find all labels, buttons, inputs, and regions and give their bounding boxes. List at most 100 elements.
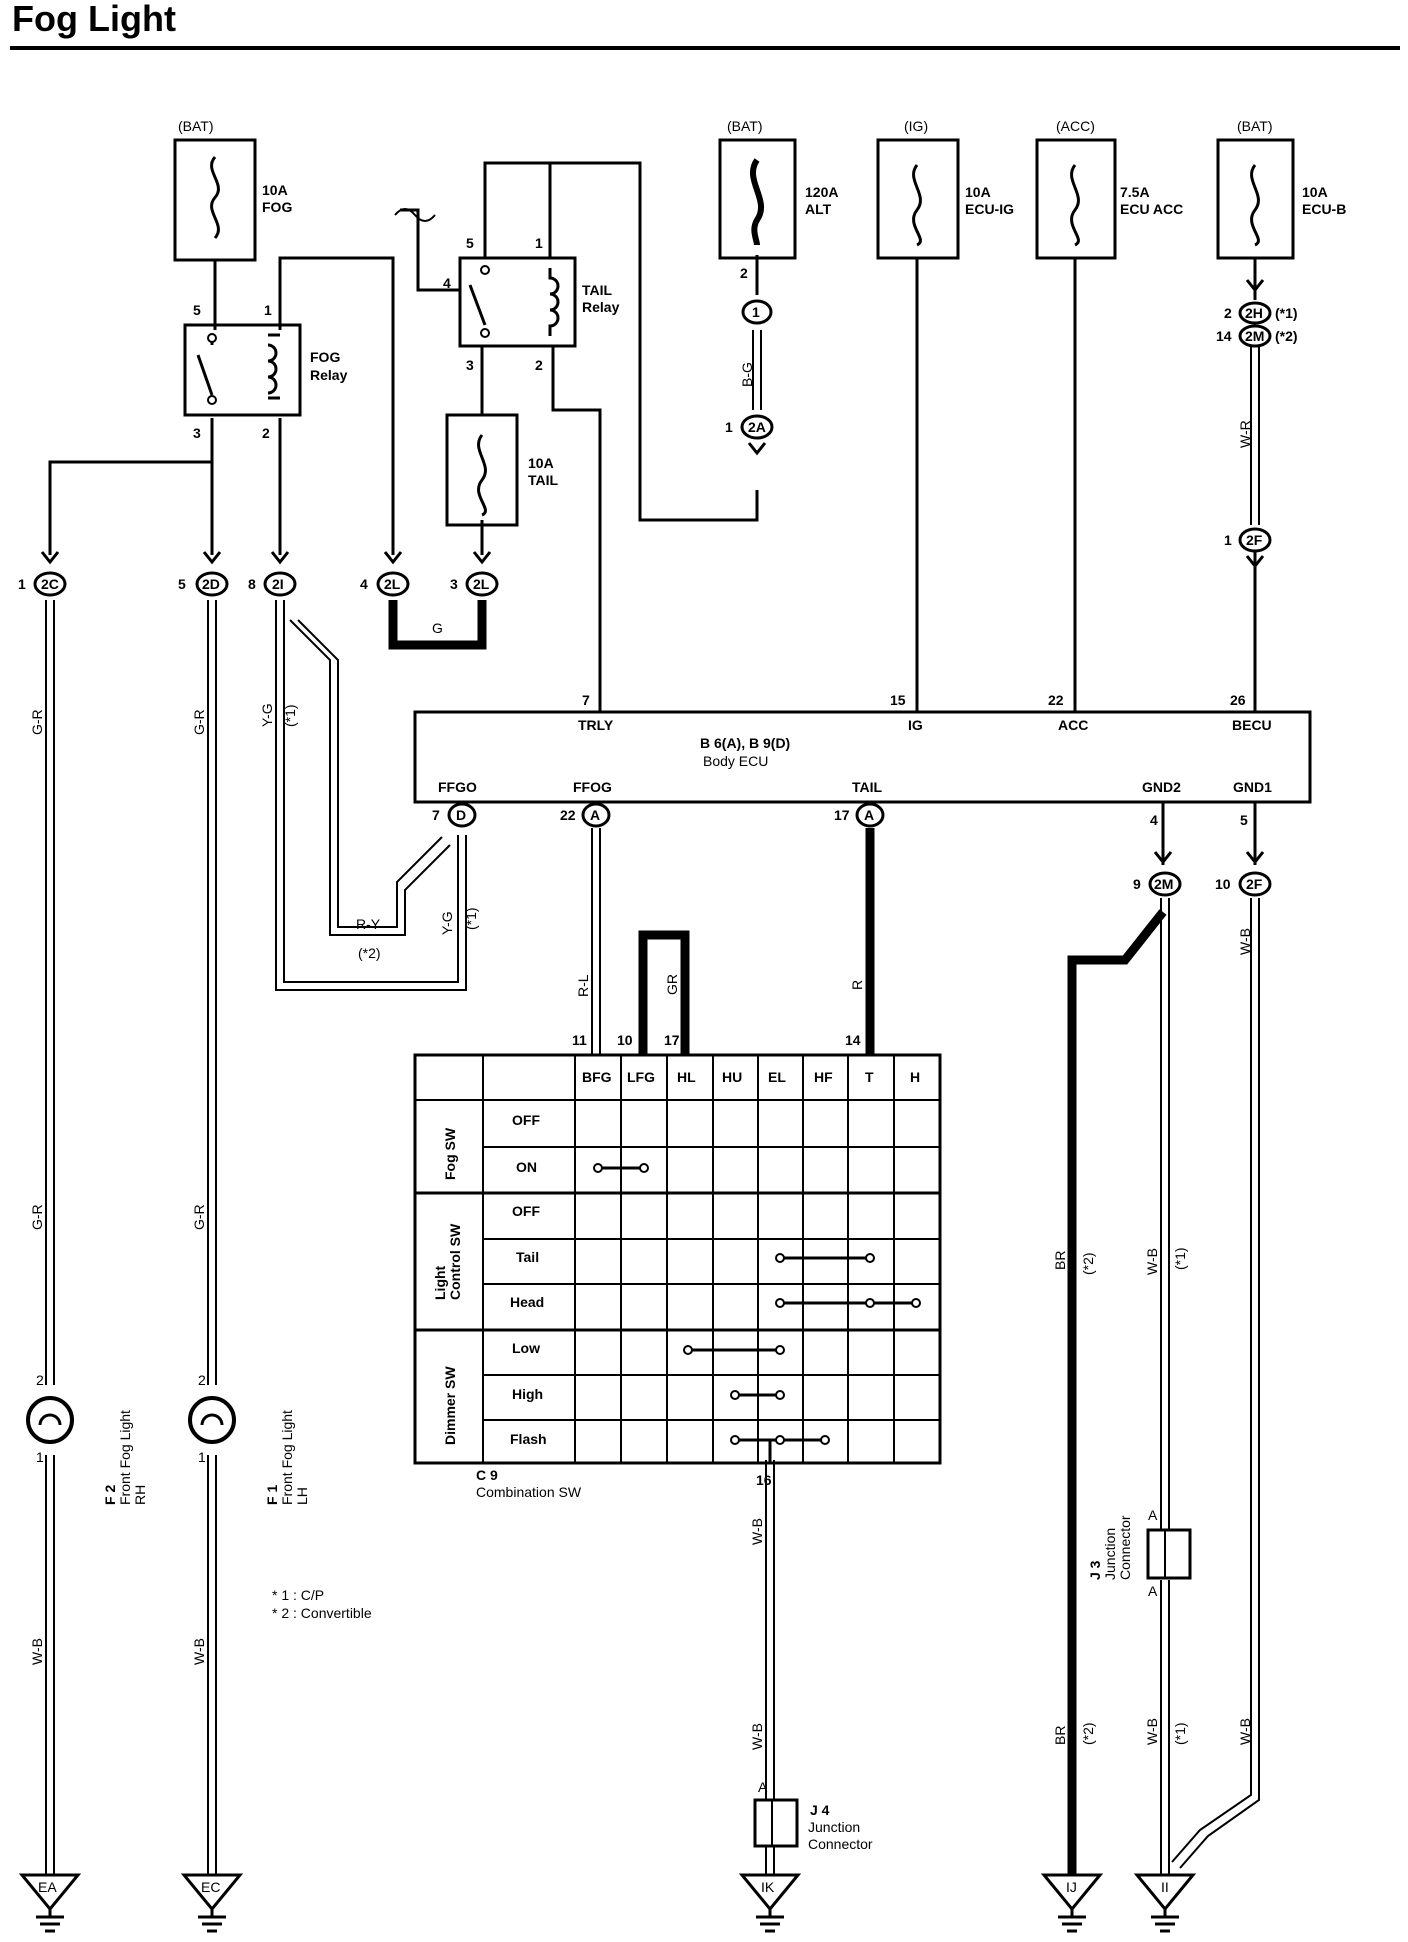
svg-text:EC: EC [201,1879,220,1895]
svg-text:A: A [1148,1583,1158,1599]
svg-text:1: 1 [198,1449,206,1465]
combination-switch-labels: BFG LFG HL HU EL HF T H 11 10 17 14 16 O… [432,1032,920,1500]
fuse-alt: (BAT) 120A ALT [718,118,838,260]
svg-text:(*1): (*1) [463,907,479,930]
ground-ij: IJ [1040,1873,1104,1933]
body-ecu: 7 TRLY 15 IG 22 ACC 26 BECU B 6(A), B 9(… [413,692,1312,828]
svg-text:2L: 2L [473,576,490,592]
svg-text:5: 5 [466,235,474,251]
svg-text:4: 4 [443,275,451,291]
svg-text:HL: HL [677,1069,696,1085]
svg-text:Head: Head [510,1294,544,1310]
svg-text:BECU: BECU [1232,717,1272,733]
svg-text:(BAT): (BAT) [178,118,214,134]
svg-text:* 1 : C/P: * 1 : C/P [272,1587,324,1603]
svg-text:(*1): (*1) [1172,1247,1188,1270]
tail-relay: TAIL Relay 5 1 4 3 2 [394,208,620,373]
svg-text:3: 3 [193,425,201,441]
combination-switch [413,1053,942,1465]
fuse-tail: 10A TAIL [445,413,559,527]
svg-text:HU: HU [722,1069,742,1085]
svg-text:BR: BR [1052,1726,1068,1745]
svg-text:B-G: B-G [739,362,755,387]
svg-text:F 1: F 1 [264,1485,280,1505]
svg-text:A: A [758,1779,768,1795]
svg-text:GND2: GND2 [1142,779,1181,795]
svg-text:Light: Light [432,1265,448,1300]
svg-text:10: 10 [617,1032,633,1048]
connector-2c: 2C 1 [18,551,67,597]
svg-text:A: A [1148,1507,1158,1523]
svg-text:1: 1 [1224,532,1232,548]
connector-ecu-a22: A 22 [560,802,611,828]
svg-text:(ACC): (ACC) [1056,118,1095,134]
title-rule [10,46,1400,50]
svg-text:2: 2 [1224,305,1232,321]
connector-alt-1: 1 2 [740,265,773,325]
svg-text:FOG: FOG [310,349,340,365]
svg-text:ECU-IG: ECU-IG [965,201,1014,217]
svg-text:ON: ON [516,1159,537,1175]
svg-text:II: II [1161,1879,1169,1895]
svg-text:2L: 2L [384,576,401,592]
svg-text:C 9: C 9 [476,1467,498,1483]
svg-text:H: H [910,1069,920,1085]
svg-text:G-R: G-R [191,1204,207,1230]
ground-ea: EA [18,1873,82,1933]
svg-text:1: 1 [36,1449,44,1465]
svg-text:Front Fog Light: Front Fog Light [117,1410,133,1505]
fuse-ecu-acc: (ACC) 7.5A ECU ACC [1035,118,1183,260]
svg-text:W-B: W-B [1144,1248,1160,1275]
svg-text:22: 22 [560,807,576,823]
svg-text:4: 4 [1150,812,1158,828]
svg-text:RH: RH [132,1485,148,1505]
svg-text:(*1): (*1) [1275,305,1298,321]
svg-text:W-R: W-R [1237,420,1253,448]
svg-text:G: G [432,620,443,636]
svg-text:High: High [512,1386,543,1402]
svg-text:Tail: Tail [516,1249,539,1265]
connector-ecu-a17: A 17 [834,802,885,828]
svg-text:W-B: W-B [749,1518,765,1545]
svg-text:Front Fog Light: Front Fog Light [279,1410,295,1505]
svg-text:LH: LH [294,1487,310,1505]
svg-text:2M: 2M [1245,328,1264,344]
svg-text:2I: 2I [272,576,284,592]
svg-text:4: 4 [360,576,368,592]
ground-ik: IK [738,1873,802,1933]
svg-text:1: 1 [264,302,272,318]
svg-text:Y-G: Y-G [439,911,455,935]
svg-text:10A: 10A [1302,184,1328,200]
footnotes: * 1 : C/P * 2 : Convertible [272,1587,372,1621]
svg-text:17: 17 [834,807,850,823]
svg-text:Combination SW: Combination SW [476,1484,582,1500]
svg-text:2: 2 [535,357,543,373]
svg-text:10A: 10A [262,182,288,198]
svg-text:Connector: Connector [808,1836,873,1852]
svg-text:D: D [456,807,466,823]
svg-text:14: 14 [1216,328,1232,344]
svg-text:3: 3 [466,357,474,373]
svg-text:Control SW: Control SW [447,1223,463,1300]
wire-gr-loop [638,930,690,1055]
svg-text:1: 1 [752,304,760,320]
svg-text:W-B: W-B [191,1638,207,1665]
svg-text:IJ: IJ [1066,1879,1077,1895]
svg-text:17: 17 [664,1032,680,1048]
svg-text:7: 7 [582,692,590,708]
svg-text:G-R: G-R [29,1204,45,1230]
svg-text:BFG: BFG [582,1069,612,1085]
connector-2m-9: 2M 9 [1133,851,1182,897]
ground-ii: II [1133,1873,1197,1933]
svg-text:Low: Low [512,1340,540,1356]
svg-text:(*2): (*2) [1080,1722,1096,1745]
svg-text:2F: 2F [1246,876,1263,892]
svg-text:A: A [590,807,600,823]
svg-text:7.5A: 7.5A [1120,184,1150,200]
wire-junction-2c [48,460,212,555]
svg-text:W-B: W-B [1144,1718,1160,1745]
svg-text:R-Y: R-Y [356,916,381,932]
connector-2h-2m: 2H 2M 2 14 (*1) (*2) [1216,279,1298,348]
svg-text:11: 11 [572,1032,587,1048]
